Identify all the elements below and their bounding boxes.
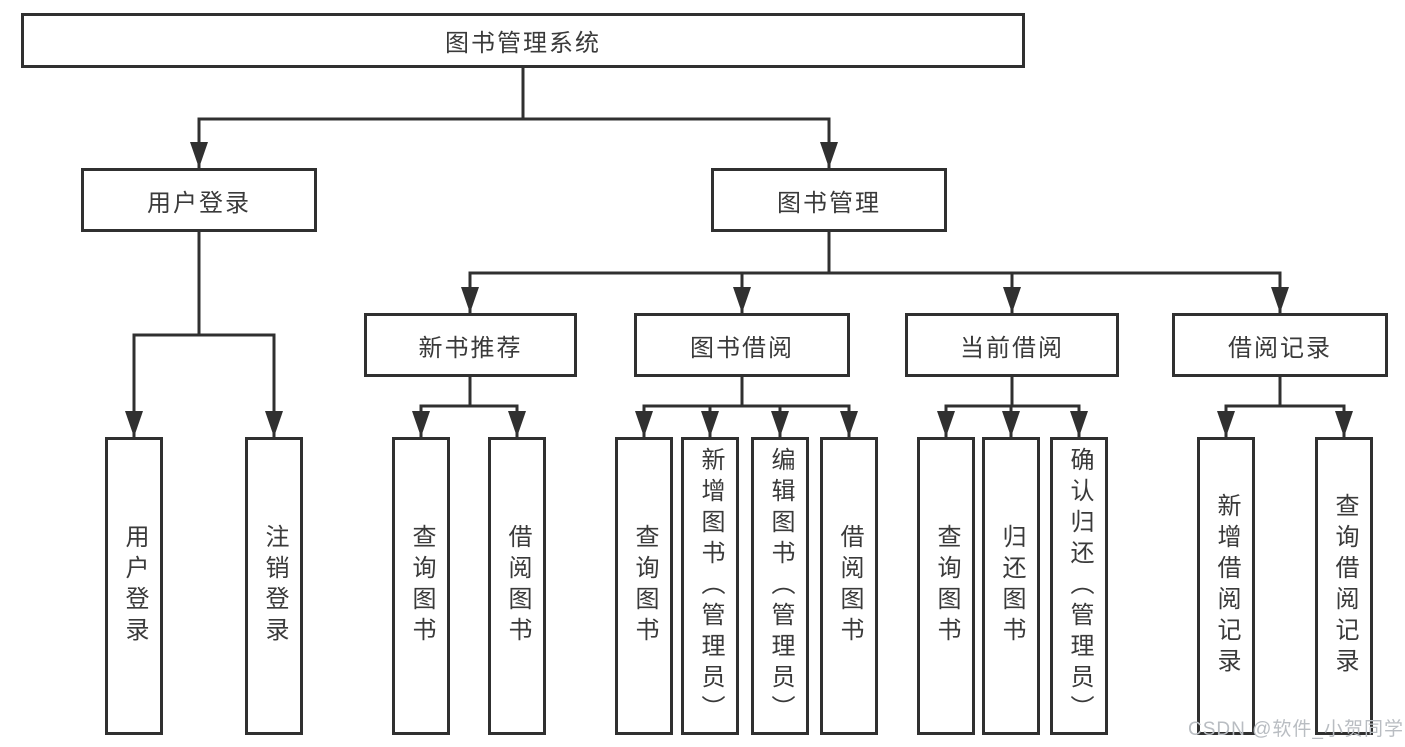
connector-recommend-split xyxy=(419,375,519,408)
node-new-book-recommend: 新书推荐 xyxy=(364,313,577,377)
leaf-current-return-book: 归还图书 xyxy=(982,437,1040,735)
connector-borrow-split xyxy=(642,375,851,408)
node-current-borrow-label: 当前借阅 xyxy=(960,334,1064,362)
leaf-borrow-borrow-book-label: 借阅图书 xyxy=(836,524,863,648)
connector-book-mgmt-split xyxy=(468,230,1282,275)
leaf-borrow-add-book-admin-label: 新增图书（管理员） xyxy=(697,446,724,726)
leaf-logout: 注销登录 xyxy=(245,437,303,735)
leaf-record-query-record-label: 查询借阅记录 xyxy=(1331,493,1358,679)
node-new-book-recommend-label: 新书推荐 xyxy=(418,334,523,362)
connector-root-split xyxy=(197,66,831,121)
node-user-login-label: 用户登录 xyxy=(147,189,251,217)
leaf-borrow-add-book-admin: 新增图书（管理员） xyxy=(681,437,739,735)
leaf-current-return-book-label: 归还图书 xyxy=(998,524,1025,648)
leaf-recommend-query-book-label: 查询图书 xyxy=(408,524,435,648)
leaf-current-query-book-label: 查询图书 xyxy=(933,524,960,648)
leaf-current-confirm-return-admin: 确认归还（管理员） xyxy=(1050,437,1108,735)
node-current-borrow: 当前借阅 xyxy=(905,313,1119,377)
leaf-record-add-record: 新增借阅记录 xyxy=(1197,437,1255,735)
leaf-borrow-borrow-book: 借阅图书 xyxy=(820,437,878,735)
leaf-record-query-record: 查询借阅记录 xyxy=(1315,437,1373,735)
connector-user-login-split xyxy=(132,230,276,337)
leaf-record-add-record-label: 新增借阅记录 xyxy=(1213,493,1240,679)
node-library-system: 图书管理系统 xyxy=(21,13,1025,68)
leaf-recommend-borrow-book: 借阅图书 xyxy=(488,437,546,735)
connector-current-split xyxy=(944,375,1081,408)
node-user-login: 用户登录 xyxy=(81,168,317,232)
leaf-user-login: 用户登录 xyxy=(105,437,163,735)
leaf-current-query-book: 查询图书 xyxy=(917,437,975,735)
csdn-watermark: CSDN @软件_小贺同学 xyxy=(1188,719,1404,740)
leaf-borrow-edit-book-admin-label: 编辑图书（管理员） xyxy=(767,446,794,726)
node-book-management-label: 图书管理 xyxy=(777,189,881,217)
leaf-user-login-label: 用户登录 xyxy=(121,524,148,648)
node-book-borrow: 图书借阅 xyxy=(634,313,850,377)
leaf-current-confirm-return-admin-label: 确认归还（管理员） xyxy=(1066,446,1093,726)
leaf-recommend-query-book: 查询图书 xyxy=(392,437,450,735)
node-borrow-record-label: 借阅记录 xyxy=(1228,334,1332,362)
node-borrow-record: 借阅记录 xyxy=(1172,313,1388,377)
connector-record-split xyxy=(1224,375,1346,408)
node-book-management: 图书管理 xyxy=(711,168,947,232)
leaf-borrow-edit-book-admin: 编辑图书（管理员） xyxy=(751,437,809,735)
node-library-system-label: 图书管理系统 xyxy=(445,30,601,57)
leaf-borrow-query-book: 查询图书 xyxy=(615,437,673,735)
leaf-logout-label: 注销登录 xyxy=(261,524,288,648)
node-book-borrow-label: 图书借阅 xyxy=(690,334,794,362)
leaf-recommend-borrow-book-label: 借阅图书 xyxy=(504,524,531,648)
leaf-borrow-query-book-label: 查询图书 xyxy=(631,524,658,648)
